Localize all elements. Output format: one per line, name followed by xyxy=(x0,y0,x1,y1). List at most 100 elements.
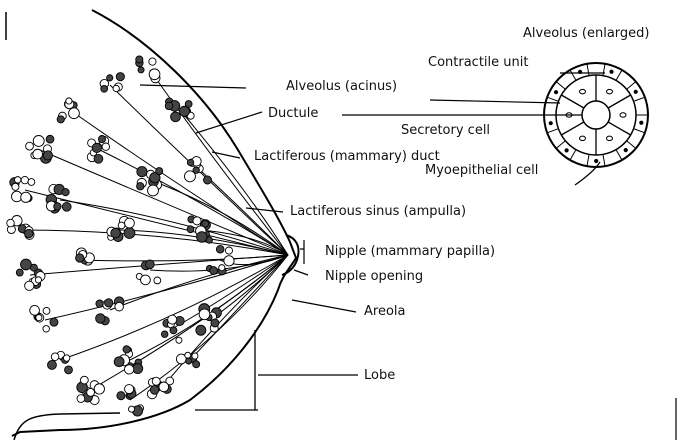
alveolus-lobule xyxy=(118,222,125,229)
alveolus-lobule xyxy=(101,85,108,92)
alveolus-lobule xyxy=(113,85,119,91)
alveolus-lobule xyxy=(12,183,19,190)
alveolus-lobule xyxy=(92,143,101,152)
leader-alveolus-acinus xyxy=(140,85,246,88)
alveolus-lobule xyxy=(25,281,34,290)
alveolus-lobule xyxy=(54,203,61,210)
alveolus-lobule xyxy=(196,325,206,335)
alveolus-lobule xyxy=(154,277,161,284)
alveolus-lobule xyxy=(141,275,151,285)
alveolus-lobule xyxy=(43,326,50,333)
alveolus-lobule xyxy=(171,112,181,122)
alveolus-lobule xyxy=(66,98,72,104)
alveolus-lobule xyxy=(192,353,198,359)
alveolus-lobule xyxy=(193,167,199,173)
label-nipple-opening: Nipple opening xyxy=(325,270,423,283)
label-myoepithelial-cell: Myoepithelial cell xyxy=(425,164,538,177)
alveolus-lobule xyxy=(203,176,211,184)
alveolus-lobule xyxy=(179,106,189,116)
alveolus-lobule xyxy=(150,386,159,395)
alveolus-lobule xyxy=(138,67,144,73)
alveolus-lobule xyxy=(111,228,121,238)
alveolus-lobule xyxy=(102,143,109,150)
alveolus-lobule xyxy=(125,218,135,228)
alveolus-lobule xyxy=(96,300,103,307)
alveolus-lobule xyxy=(170,327,177,334)
alveolus-lobule xyxy=(165,102,173,110)
alveolus-lobule xyxy=(65,366,73,374)
alveolus-lobule xyxy=(80,376,88,384)
label-lactiferous-duct: Lactiferous (mammary) duct xyxy=(254,150,440,163)
alveolus-lobule xyxy=(94,384,104,394)
alveolus-lobule xyxy=(187,226,194,233)
myoepithelial-nucleus xyxy=(610,70,613,73)
alveolus-lobule xyxy=(225,247,232,254)
alveolus-lobule xyxy=(21,192,31,202)
alveolus-lobule xyxy=(116,73,124,81)
myoepithelial-nucleus xyxy=(549,122,552,125)
alveolus-lobule xyxy=(94,154,103,163)
alveolus-lobule xyxy=(69,108,80,119)
alveolus-lobule xyxy=(124,228,135,239)
alveolus-lobule xyxy=(145,260,154,269)
alveolus-lobule xyxy=(46,135,54,143)
label-nipple: Nipple (mammary papilla) xyxy=(325,245,495,258)
alveolus-lobule xyxy=(152,377,160,385)
alveolus-lobule xyxy=(115,302,124,311)
alveolus-lobule xyxy=(21,176,28,183)
label-alveolus-enlarged: Alveolus (enlarged) xyxy=(523,27,649,40)
alveolus-lobule xyxy=(36,315,42,321)
leader-ductule xyxy=(196,112,262,133)
alveolus-lobule xyxy=(77,395,85,403)
alveolus-lobule xyxy=(63,355,69,361)
alveolus-lobule xyxy=(187,159,193,165)
alveolus-lobule xyxy=(7,219,15,227)
alveolus-lobule xyxy=(76,254,84,262)
duct-branch xyxy=(80,255,288,261)
alveolus-lobule xyxy=(137,183,144,190)
alveolus-lobule xyxy=(50,318,58,326)
alveolus-lobule xyxy=(57,116,64,123)
alveolus-lobule xyxy=(26,142,34,150)
alveolus-lobule xyxy=(123,346,130,353)
alveolus-lobule xyxy=(211,319,219,327)
alveolus-lobule xyxy=(96,314,105,323)
alveolus-lumen xyxy=(582,101,610,129)
alveolus-lobule xyxy=(21,259,32,270)
alveolus-lobule xyxy=(43,307,50,314)
alveolus-lobule xyxy=(15,177,21,183)
alveolus-lobule xyxy=(176,337,182,343)
cell-nucleus xyxy=(580,89,586,93)
alveolus-lobule xyxy=(16,269,23,276)
alveolus-lobule xyxy=(193,217,201,225)
label-ductule: Ductule xyxy=(268,107,318,120)
alveolus-lobule xyxy=(62,202,71,211)
label-areola: Areola xyxy=(364,305,405,318)
alveolus-lobule xyxy=(51,353,59,361)
alveolar-clusters xyxy=(7,56,234,416)
alveolus-lobule xyxy=(98,136,105,143)
myoepithelial-nucleus xyxy=(595,159,598,162)
alveolus-lobule xyxy=(125,385,134,394)
alveolus-lobule xyxy=(149,58,156,65)
alveolus-lobule xyxy=(149,69,160,80)
myoepithelial-nucleus xyxy=(640,121,643,124)
cell-nucleus xyxy=(607,136,613,140)
alveolus-lobule xyxy=(87,388,95,396)
cell-nucleus xyxy=(580,136,586,140)
leader-alveolus-enlarged-group xyxy=(430,100,560,103)
alveolus-lobule xyxy=(25,229,33,237)
alveolus-lobule xyxy=(30,305,40,315)
label-lactiferous-sinus: Lactiferous sinus (ampulla) xyxy=(290,205,466,218)
duct-branch xyxy=(70,110,288,255)
cell-nucleus xyxy=(607,89,613,93)
alveolus-lobule xyxy=(210,267,218,275)
alveolus-lobule xyxy=(117,392,125,400)
leader-areola xyxy=(292,300,356,312)
cell-nucleus xyxy=(620,113,626,117)
alveolus-lobule xyxy=(197,232,208,243)
alveolus-lobule xyxy=(33,149,43,159)
alveolus-lobule xyxy=(43,151,52,160)
